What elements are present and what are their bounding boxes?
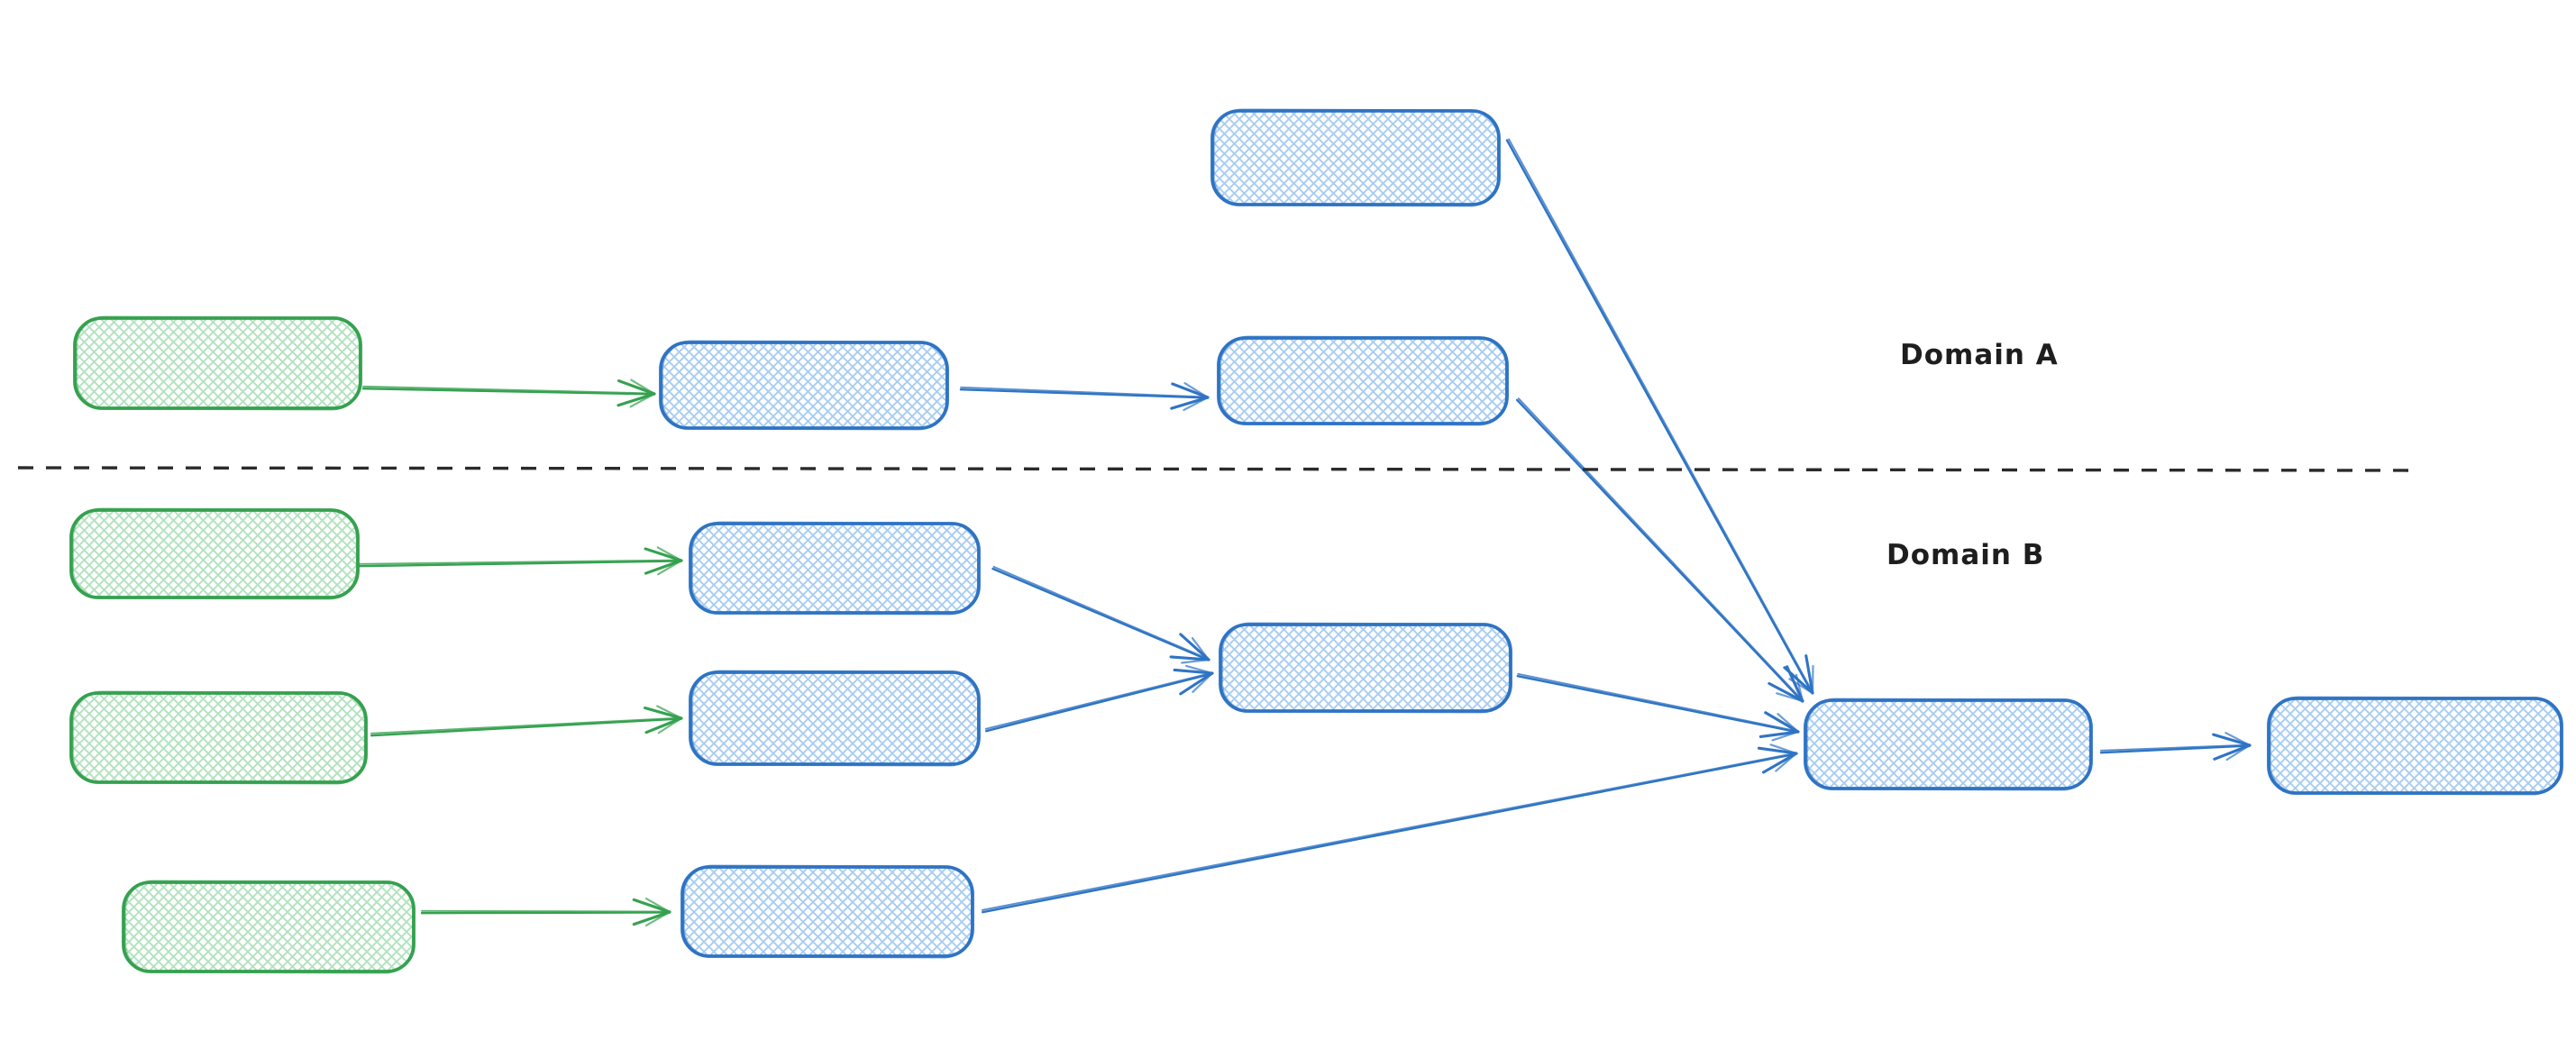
edge-green-b1[interactable] [357,546,683,576]
edge-green-a[interactable] [361,379,656,408]
node-blue-b1[interactable] [689,521,981,616]
edge-b3-right[interactable] [981,743,1798,914]
node-green-b2[interactable] [69,690,368,785]
node-green-b3[interactable] [122,880,416,974]
node-blue-a1[interactable] [659,340,949,431]
edge-green-b3[interactable] [420,897,671,927]
domain-divider-line[interactable] [17,466,2416,472]
node-green-b1[interactable] [69,507,360,600]
node-blue-mid[interactable] [1219,622,1512,714]
edge-mid-right[interactable] [1516,672,1800,742]
edge-b2-mid[interactable] [984,664,1214,733]
edge-green-b2[interactable] [370,705,683,737]
node-blue-top[interactable] [1210,108,1501,207]
node-blue-b3[interactable] [681,864,974,959]
node-blue-right[interactable] [1804,698,2093,791]
node-blue-a2[interactable] [1217,335,1509,426]
node-blue-far-right[interactable] [2267,696,2563,796]
edge-b1-mid[interactable] [991,565,1210,664]
edges-layer [357,138,2252,927]
edge-a2-right[interactable] [1515,397,1804,703]
domain-b-label[interactable]: Domain B [1886,539,2044,571]
domain-a-label[interactable]: Domain A [1900,339,2059,371]
edge-right-far[interactable] [2099,732,2252,762]
nodes-layer [69,108,2563,974]
labels-layer: Domain A Domain B [1886,339,2059,571]
edge-top-right[interactable] [1505,138,1814,695]
node-green-a[interactable] [73,315,362,411]
node-blue-b2[interactable] [689,670,981,767]
edge-a1-a2[interactable] [959,382,1210,412]
